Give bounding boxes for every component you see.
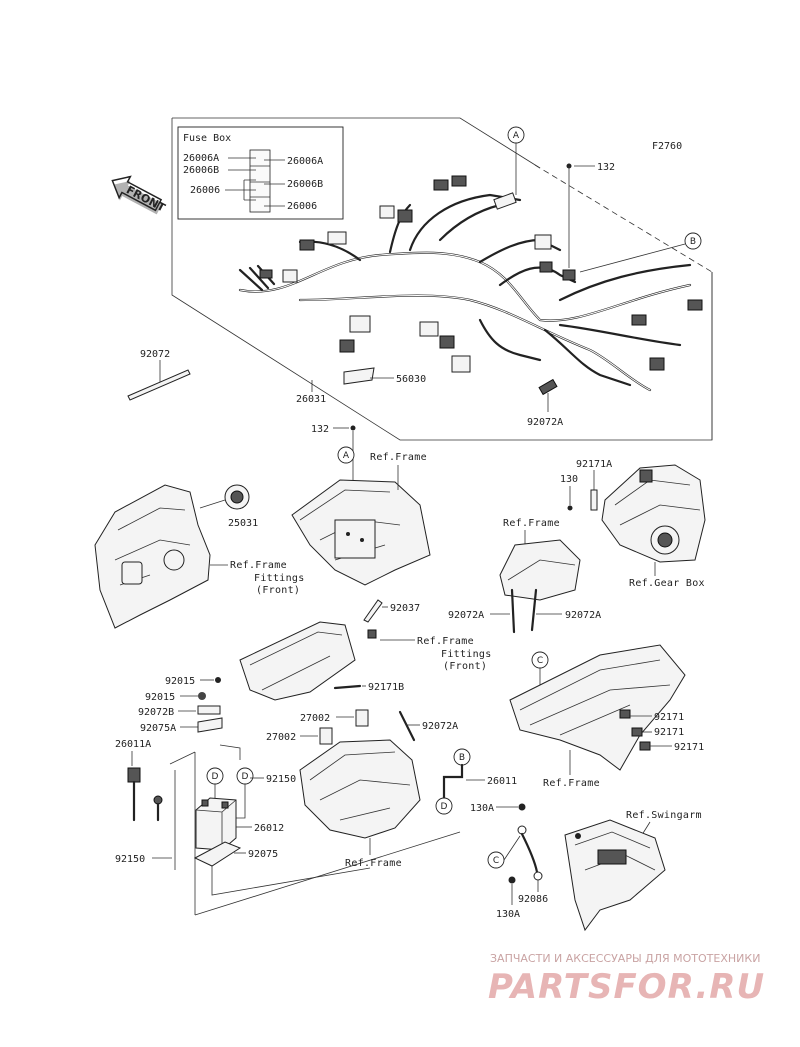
fuse-left-3: 26006 [190,185,220,196]
label-26012: 26012 [254,823,284,834]
label-92086: 92086 [518,894,548,905]
label-92075A: 92075A [140,723,176,734]
ground-cable-swingarm: 130A C 92086 130A Ref.Swingarm [470,803,702,932]
cable-26011: B D 26011 [435,748,517,815]
circle-a-top-label: A [513,131,520,141]
label-92072A-left: 92072A [448,610,484,621]
fuse-box-title: Fuse Box [183,133,231,144]
label-92072B: 92072B [138,707,174,718]
watermark-brand: PARTSFOR.RU [488,967,765,1007]
circle-b-low-label: B [459,753,465,763]
label-92075: 92075 [248,849,278,860]
circle-d-low-label: D [441,802,448,812]
left-cover-panel: 25031 Ref.Frame Fittings (Front) [94,484,305,629]
circle-a-mid-label: A [343,451,350,461]
ref-frame-1: Ref.Frame [370,452,427,463]
label-92072A-top: 92072A [527,417,563,428]
fuse-right-1: 26006A [287,156,323,167]
circle-b-top-label: B [690,237,696,247]
circle-c-low-label: C [493,856,499,866]
main-wiring-harness [238,175,703,396]
label-25031: 25031 [228,518,258,529]
fuse-right-3: 26006 [287,201,317,212]
circle-a-mid [337,446,355,464]
label-26011A: 26011A [115,739,151,750]
label-132-top: 132 [597,162,615,173]
label-130A-bottom: 130A [496,909,520,920]
main-harness-box [171,117,713,441]
circle-c-mid-label: C [537,656,543,666]
main-frame-right: C 92171 92171 92171 Ref.Frame [509,644,704,789]
label-92072A-right: 92072A [565,610,601,621]
fuse-left-2: 26006B [183,165,219,176]
label-92072: 92072 [140,349,170,360]
watermark: ЗАПЧАСТИ И АКСЕССУАРЫ ДЛЯ МОТОТЕХНИКИ PA… [488,952,765,1007]
circle-b-top [684,232,702,250]
battery-tray: 27002 27002 92072A Ref.Frame [266,709,458,869]
left-parts-stack: 92015 92015 92072B 92075A 26011A 92150 [115,676,461,916]
label-92015-1: 92015 [165,676,195,687]
ref-frame-4: Ref.Frame [543,778,600,789]
watermark-tagline: ЗАПЧАСТИ И АКСЕССУАРЫ ДЛЯ МОТОТЕХНИКИ [490,952,760,965]
label-92072A-bottom: 92072A [422,721,458,732]
label-56030: 56030 [396,374,426,385]
label-27002-1: 27002 [266,732,296,743]
ref-frame-2: Ref.Frame [503,518,560,529]
label-26031: 26031 [296,394,326,405]
label-92171-2: 92171 [654,727,684,738]
label-92171A: 92171A [576,459,612,470]
label-130: 130 [560,474,578,485]
center-frame-mount: 132 A Ref.Frame [291,424,431,586]
ref-fittings-b3: (Front) [443,661,487,672]
center-bracket-plate: 92037 Ref.Frame Fittings (Front) 92171B [239,599,492,701]
label-130A-top: 130A [470,803,494,814]
circle-d-right-label: D [242,772,249,782]
ref-fittings-2: Fittings [254,573,305,584]
ref-fittings-1: Ref.Frame [230,560,287,571]
circle-d-low [435,797,453,815]
label-92015-2: 92015 [145,692,175,703]
fuse-left-1: 26006A [183,153,219,164]
label-92171-1: 92171 [654,712,684,723]
right-frame-bracket: Ref.Frame 92072A 92072A [448,518,601,634]
ref-fittings-3: (Front) [256,585,300,596]
ref-fittings-b1: Ref.Frame [417,636,474,647]
label-92171B: 92171B [368,682,404,693]
label-132-mid: 132 [311,424,329,435]
battery-assembly: D D 26012 92075 92150 [193,767,371,896]
fuse-box-inset: Fuse Box 26006A 26006B 26006 26006A 2600… [177,126,344,220]
diagram-code: F2760 [652,141,682,152]
fuse-right-2: 26006B [287,179,323,190]
front-arrow: FRONT [111,175,168,215]
label-26011: 26011 [487,776,517,787]
gear-box: 92171A 130 Ref.Gear Box [560,459,706,589]
ref-swingarm: Ref.Swingarm [626,810,702,821]
label-27002-2: 27002 [300,713,330,724]
harness-labels: A B 132 92072 26031 56030 92072A [127,126,702,428]
ref-fittings-b2: Fittings [441,649,492,660]
label-92150-right: 92150 [266,774,296,785]
ref-gearbox: Ref.Gear Box [629,578,705,589]
circle-d-left-label: D [212,772,219,782]
label-92037: 92037 [390,603,420,614]
label-92171-3: 92171 [674,742,704,753]
label-92150-left: 92150 [115,854,145,865]
ref-frame-3: Ref.Frame [345,858,402,869]
